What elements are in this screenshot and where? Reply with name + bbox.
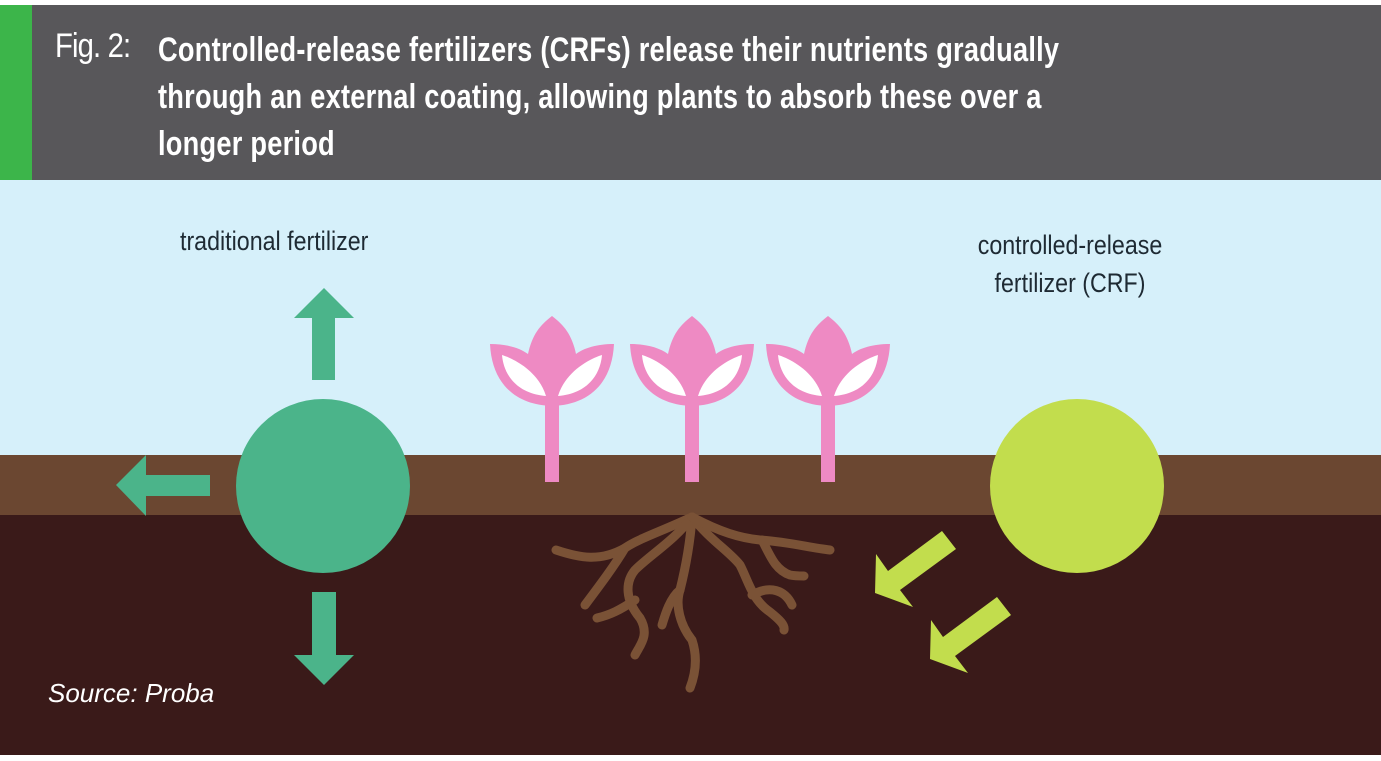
arrow-up-icon [294,288,354,380]
crf-label-line: fertilizer (CRF) [994,268,1146,298]
flower-sprout-icon [766,316,890,482]
traditional-fertilizer-group [116,288,410,685]
root-system-icon [551,512,835,693]
flower-sprout-icon [490,316,614,482]
arrow-left-icon [116,455,210,516]
crf-group [875,399,1164,673]
crf-label: controlled-release fertilizer (CRF) [958,226,1182,302]
plants-group [490,316,890,482]
accent-bar [0,5,32,180]
figure-label: Fig. 2: [55,27,131,65]
diagram-scene [0,180,1381,755]
diagram-canvas [0,180,1381,755]
traditional-fertilizer-granule [236,399,410,573]
arrow-down-icon [294,592,354,685]
crf-granule [990,399,1164,573]
arrow-down-left-icon [930,597,1011,673]
arrow-down-left-icon [875,531,956,607]
title-line: through an external coating, allowing pl… [158,78,1042,116]
title-line: longer period [158,125,335,163]
figure-header: Fig. 2: Controlled-release fertilizers (… [0,5,1381,180]
flower-sprout-icon [630,316,754,482]
title-line: Controlled-release fertilizers (CRFs) re… [158,31,1060,69]
crf-label-line: controlled-release [977,230,1163,260]
source-credit: Source: Proba [48,678,215,708]
traditional-fertilizer-label: traditional fertilizer [180,226,369,256]
figure-title: Controlled-release fertilizers (CRFs) re… [158,27,1278,168]
